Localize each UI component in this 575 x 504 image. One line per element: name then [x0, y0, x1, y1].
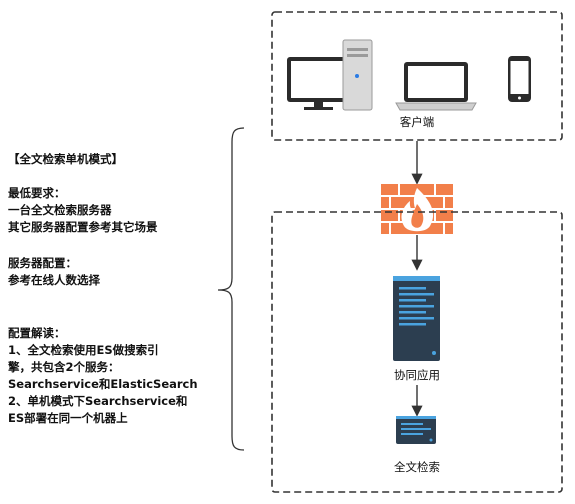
interpretation-heading: 配置解读：	[8, 326, 66, 340]
firewall-icon	[381, 184, 453, 234]
requirements-heading: 最低要求：	[8, 186, 66, 200]
interpretation-line: Searchservice和ElasticSearch	[8, 377, 198, 391]
interpretation-line: ES部署在同一个机器上	[8, 411, 128, 425]
curly-brace	[217, 127, 245, 451]
interpretation-line: 擎，共包含2个服务：	[8, 360, 120, 374]
search-server-icon	[396, 416, 436, 444]
interpretation-line: 2、单机模式下Searchservice和	[8, 394, 188, 408]
laptop-icon	[395, 62, 477, 111]
client-label: 客户端	[399, 115, 435, 129]
desktop-pc-icon	[287, 39, 373, 111]
requirements-line: 其它服务器配置参考其它场景	[8, 220, 158, 234]
server-config-line: 参考在线人数选择	[8, 273, 100, 287]
server-config-heading: 服务器配置：	[8, 256, 77, 270]
app-server-icon	[393, 276, 440, 361]
app-label: 协同应用	[394, 368, 440, 382]
client-group-box	[271, 11, 563, 141]
smartphone-icon	[508, 56, 531, 102]
notes-title: 【全文检索单机模式】	[8, 152, 123, 166]
search-label: 全文检索	[394, 460, 440, 474]
requirements-line: 一台全文检索服务器	[8, 203, 112, 217]
interpretation-line: 1、全文检索使用ES做搜索引	[8, 343, 159, 357]
server-group-box	[271, 211, 563, 493]
